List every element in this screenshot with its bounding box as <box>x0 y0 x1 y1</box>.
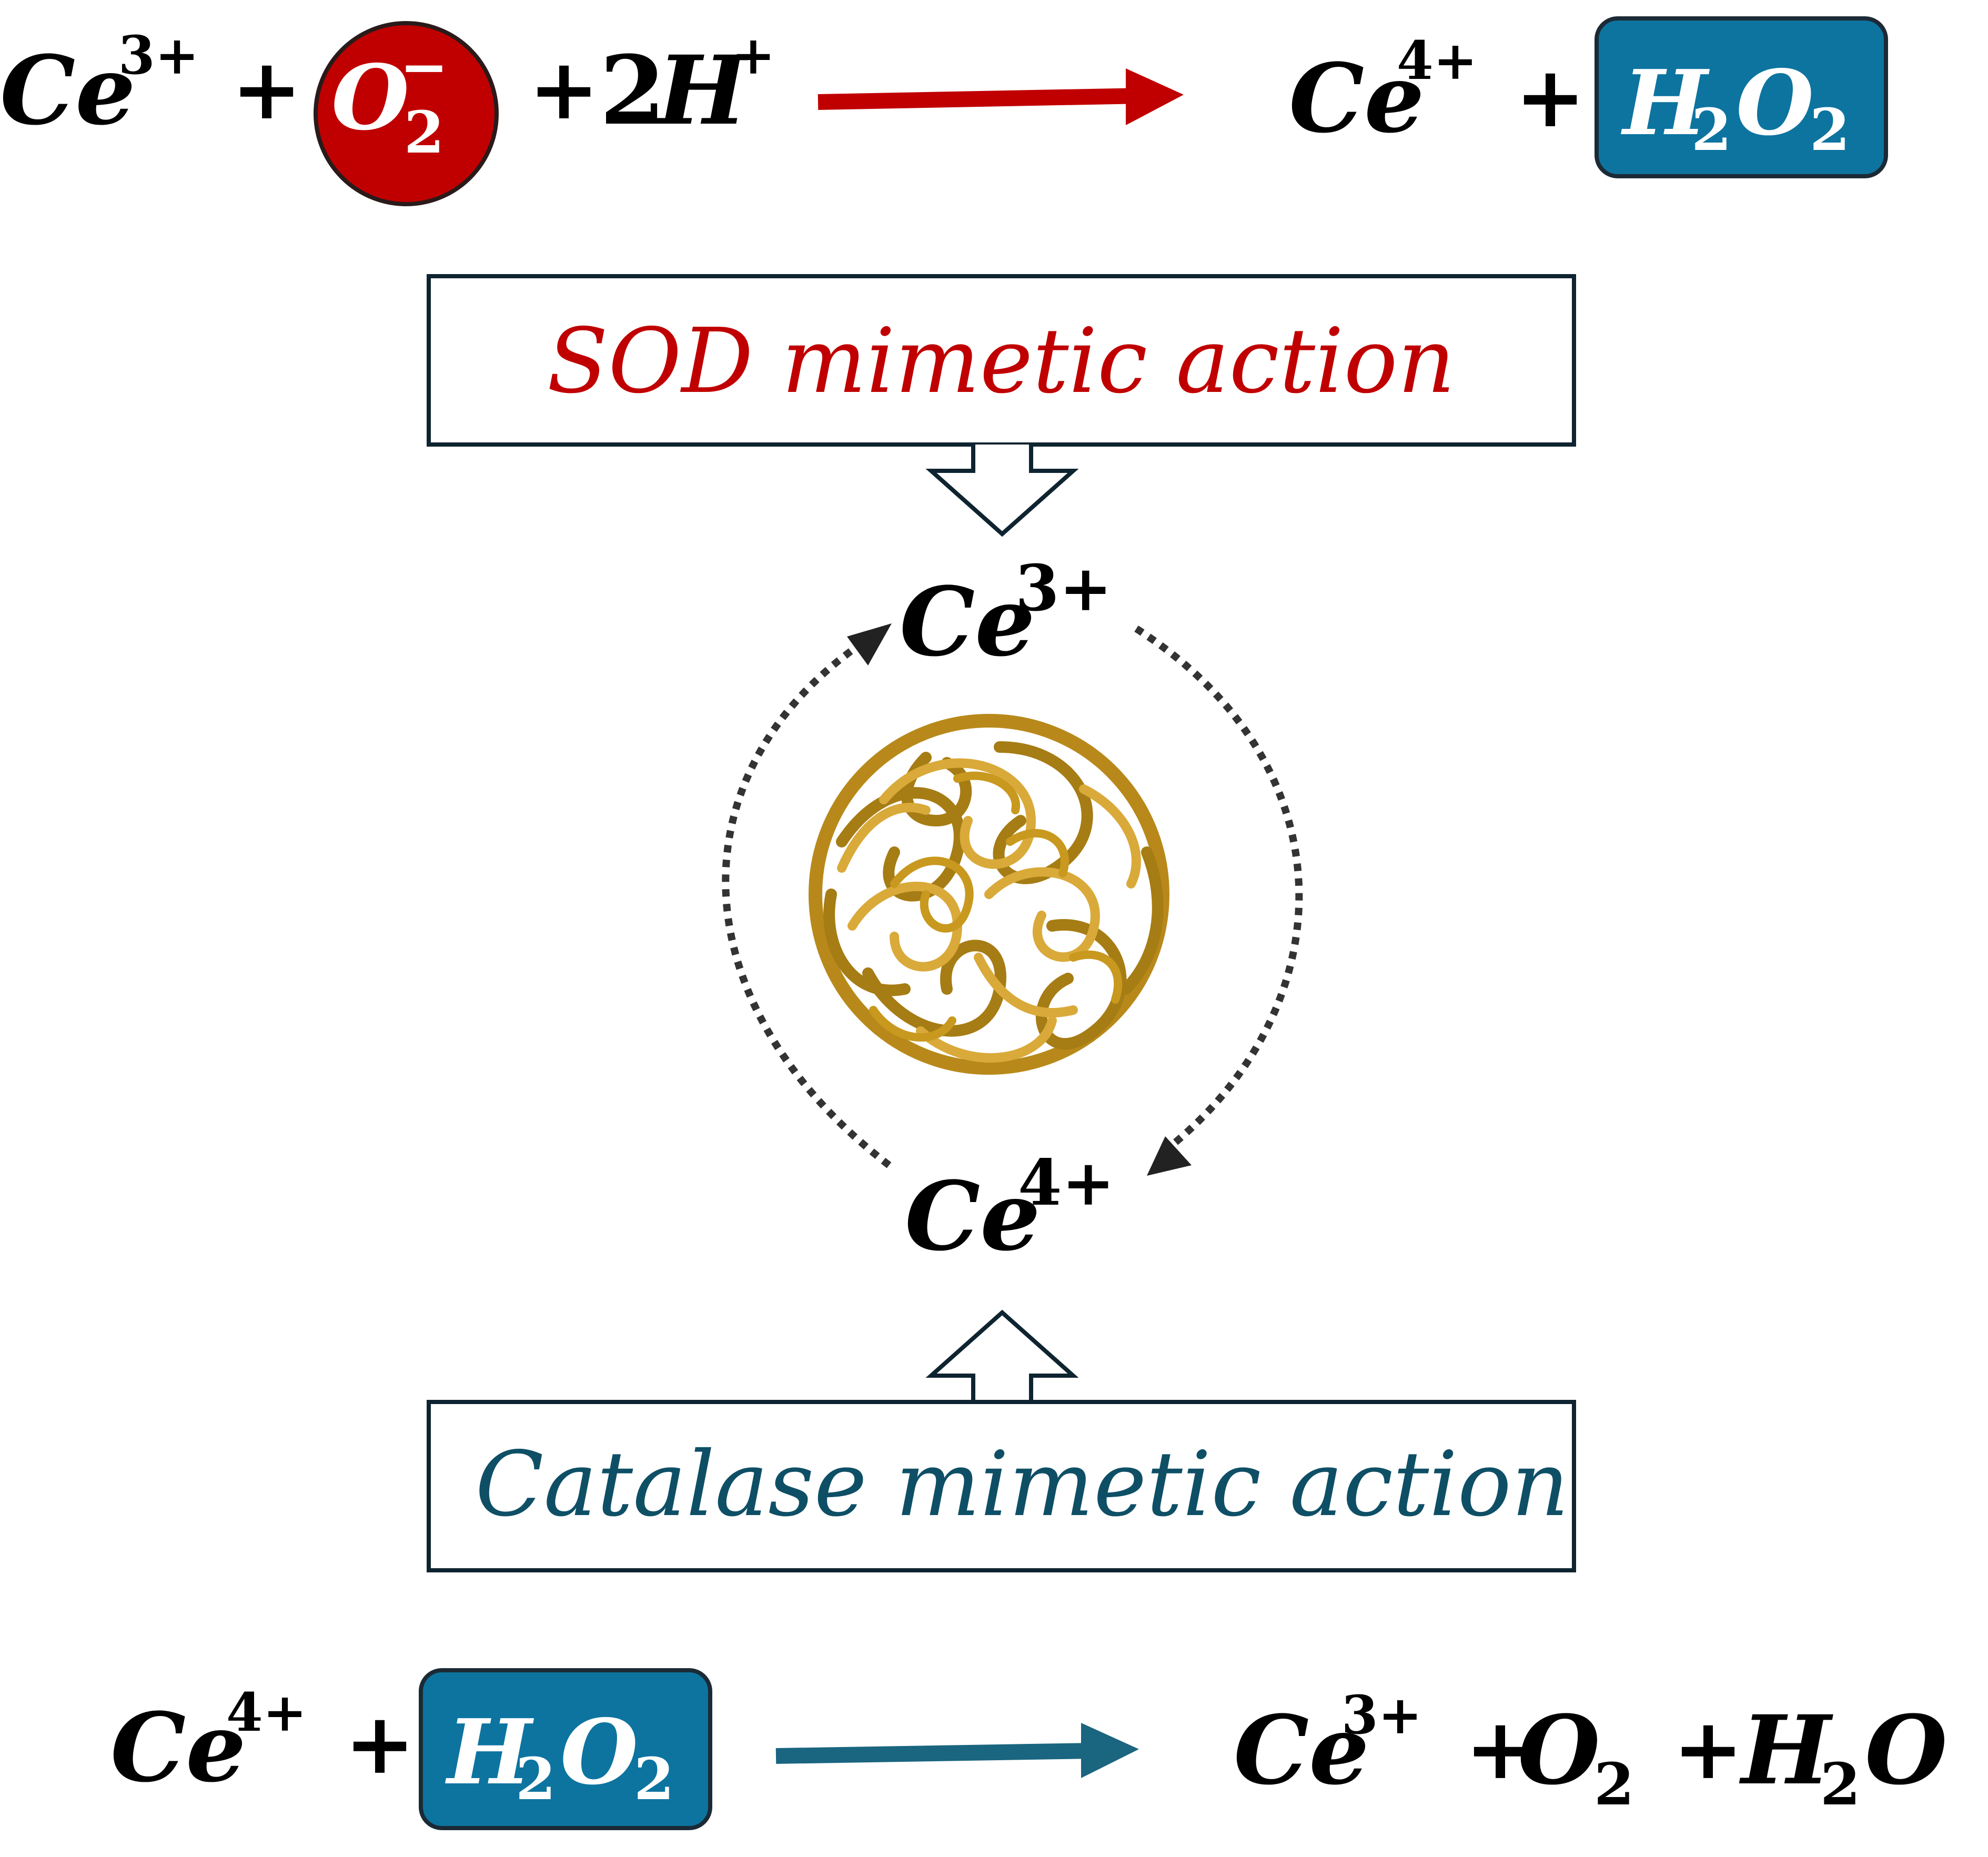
nanoparticle-strands-light <box>837 758 1141 1063</box>
cat-h2o-h: H <box>1739 1695 1833 1806</box>
cycle-left-arrowhead <box>847 623 892 665</box>
cat-h2o-o: O <box>1865 1695 1947 1806</box>
sod-h2o2-box: H 2 O 2 <box>1595 16 1888 178</box>
cycle-right-arrowhead <box>1147 1136 1192 1176</box>
sod-label-box: SOD mimetic action <box>427 274 1576 447</box>
superoxide-circle-shape <box>314 21 499 206</box>
sod-label-box-outline <box>427 274 1576 447</box>
sod-ce3-symbol: Ce <box>0 35 136 146</box>
nanoparticle-strands-mid <box>869 771 1123 1042</box>
catalase-label-box-outline <box>427 1400 1576 1572</box>
cat-h2o2-sub2: 2 <box>634 1745 674 1813</box>
cat-o2-subscript: 2 <box>1594 1750 1634 1818</box>
cat-plus-1: + <box>345 1694 415 1793</box>
cat-h2o2-o: O <box>560 1700 638 1805</box>
nanoparticle-tangle <box>809 714 1169 1075</box>
cycle-bottom-charge: 4+ <box>1018 1146 1115 1220</box>
sod-plus-3: + <box>1515 47 1586 146</box>
superoxide-charge: − <box>400 33 448 100</box>
superoxide-circle: O − 2 <box>314 21 499 206</box>
sod-h-symbol: H <box>655 35 750 146</box>
sod-reaction-equation: Ce 3+ + O − 2 + 2 H + Ce 4+ + H 2 O 2 <box>0 16 1888 206</box>
cat-ce3-symbol: Ce <box>1234 1695 1369 1806</box>
sod-h2o2-sub2: 2 <box>1810 96 1850 164</box>
sod-h2o2-box-shape <box>1595 16 1888 178</box>
cycle-top-charge: 3+ <box>1015 551 1112 625</box>
sod-h2o2-sub1: 2 <box>1691 96 1732 164</box>
superoxide-o-symbol: O <box>331 45 409 150</box>
sod-plus-1: + <box>231 39 302 138</box>
sod-hollow-arrow <box>925 445 1079 537</box>
cycle-top-ce-symbol: Ce <box>900 567 1035 678</box>
catalase-reaction-equation: Ce 4+ + H 2 O 2 Ce 3+ + O 2 + H 2 O <box>110 1668 1947 1830</box>
cat-o2-symbol: O <box>1518 1695 1600 1806</box>
catalase-hollow-arrow <box>925 1309 1079 1402</box>
cycle-right-dotted-arrow <box>1134 625 1303 1147</box>
sod-plus-2: + <box>529 39 599 138</box>
catalase-reaction-arrow <box>775 1723 1139 1778</box>
sod-h-coefficient: 2 <box>600 35 665 146</box>
sod-h-charge: + <box>731 24 775 86</box>
cycle-bottom-ce-symbol: Ce <box>905 1161 1041 1272</box>
catalase-label-text: Catalase mimetic action <box>475 1432 1569 1537</box>
sod-reaction-arrow <box>818 68 1184 125</box>
cat-h2o-subscript: 2 <box>1820 1750 1861 1818</box>
sod-h2o2-o: O <box>1736 51 1814 156</box>
sod-label-text: SOD mimetic action <box>547 309 1456 413</box>
cat-h2o2-box: H 2 O 2 <box>419 1668 712 1830</box>
cat-plus-2: + <box>1465 1699 1536 1798</box>
sod-ce3-charge: 3+ <box>118 24 199 86</box>
cat-ce3-charge: 3+ <box>1341 1684 1422 1746</box>
cat-h2o2-sub1: 2 <box>516 1745 556 1813</box>
cat-ce4-charge: 4+ <box>226 1681 307 1743</box>
superoxide-subscript: 2 <box>404 98 445 166</box>
cat-plus-3: + <box>1673 1699 1743 1798</box>
sod-ce4-charge: 4+ <box>1397 29 1477 92</box>
cat-h2o2-box-shape <box>419 1668 712 1830</box>
cat-h2o2-h: H <box>445 1700 534 1805</box>
cat-ce4-symbol: Ce <box>110 1692 246 1803</box>
cycle-left-dotted-arrow <box>722 631 892 1168</box>
catalase-label-box: Catalase mimetic action <box>427 1400 1576 1572</box>
redox-cycle: Ce 3+ Ce 4+ <box>722 551 1303 1272</box>
sod-h2o2-h: H <box>1621 51 1710 156</box>
sod-ce4-symbol: Ce <box>1289 43 1425 154</box>
